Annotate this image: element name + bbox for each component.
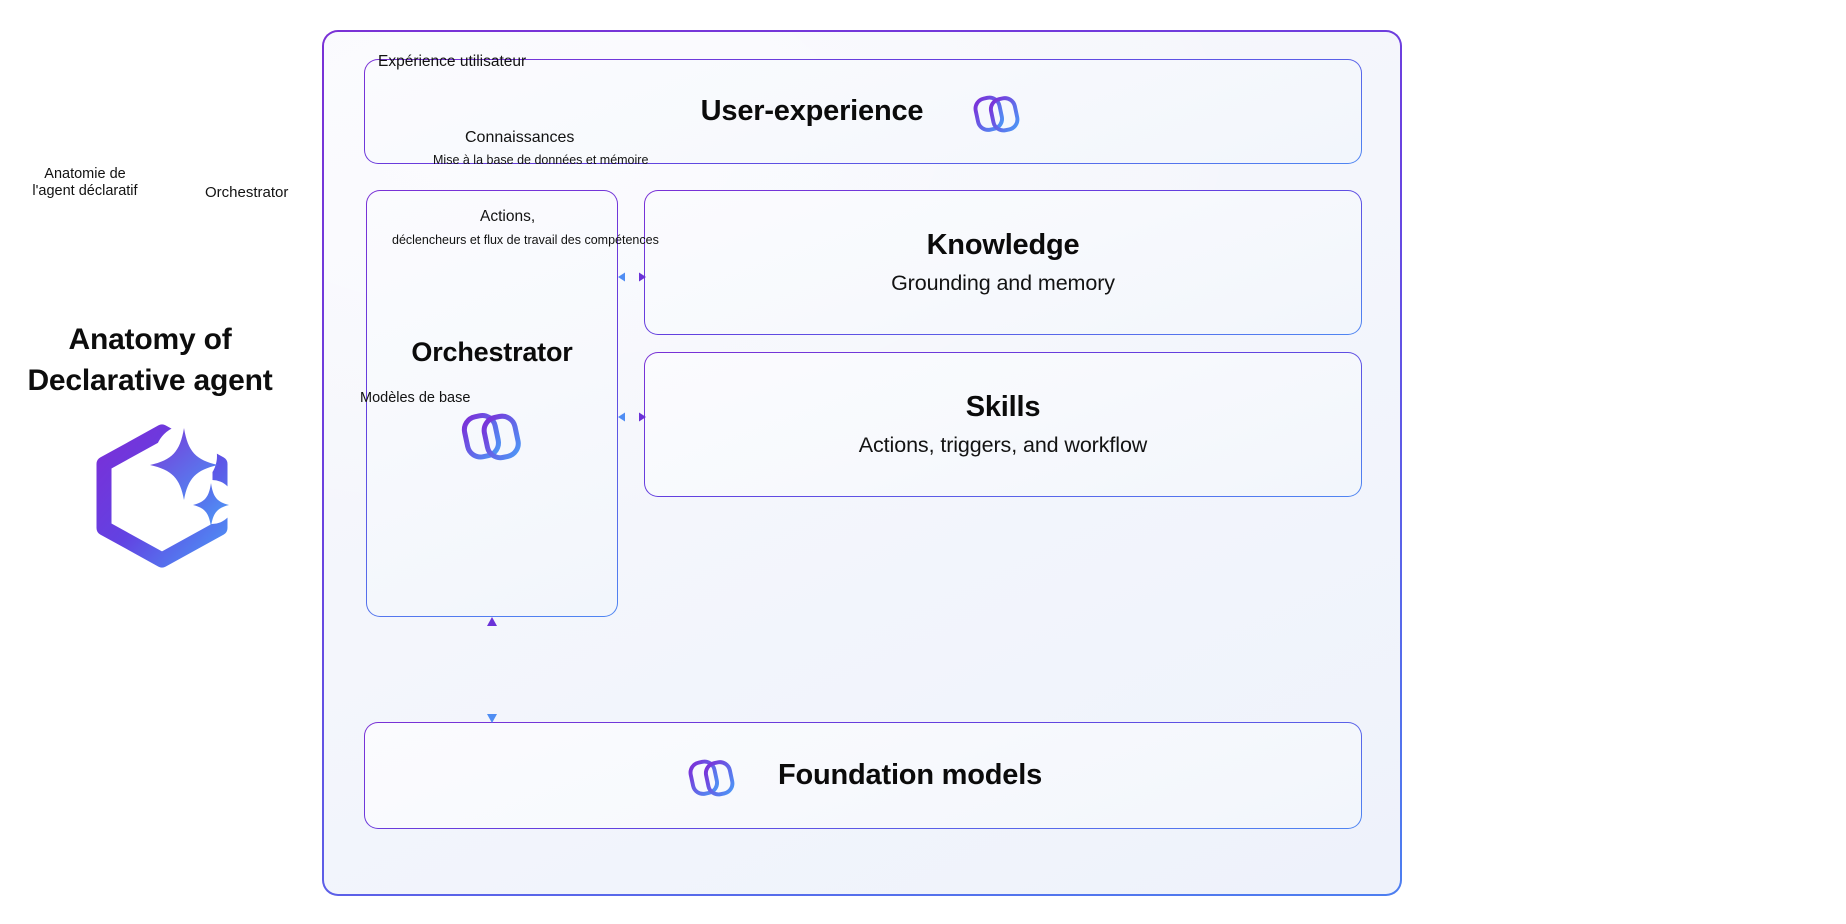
copilot-logo xyxy=(969,84,1025,140)
hexagon-sparkle-logo xyxy=(78,420,238,570)
card-orchestrator[interactable]: Orchestrator xyxy=(366,190,618,617)
fr-label-actions-sub: déclencheurs et flux de travail des comp… xyxy=(392,233,659,247)
card-knowledge-subtitle: Grounding and memory xyxy=(891,270,1115,295)
card-foundation-models[interactable]: Foundation models xyxy=(364,722,1362,829)
fr-anatomy-line-2: l'agent déclaratif xyxy=(32,183,138,200)
card-skills-subtitle: Actions, triggers, and workflow xyxy=(858,432,1148,457)
fr-label-foundation: Modèles de base xyxy=(360,390,471,406)
copilot-logo xyxy=(456,398,528,470)
page-title: Anatomy of Declarative agent xyxy=(0,320,300,401)
fr-anatomy-line-1: Anatomie de xyxy=(44,166,126,182)
fr-label-knowledge-sub: Mise à la base de données et mémoire xyxy=(433,153,649,167)
left-title-panel: Anatomy of Declarative agent xyxy=(0,0,330,924)
card-skills[interactable]: Skills Actions, triggers, and workflow xyxy=(644,352,1362,497)
card-user-experience[interactable]: User-experience xyxy=(364,59,1362,164)
fr-label-anatomy: Anatomie de l'agent déclaratif xyxy=(25,166,145,201)
connector-orchestrator-skills xyxy=(618,407,646,427)
card-skills-title: Skills xyxy=(965,391,1041,424)
page-title-line-2: Declarative agent xyxy=(27,363,273,397)
fr-label-actions: Actions, xyxy=(480,208,536,225)
card-orchestrator-title: Orchestrator xyxy=(411,336,573,367)
connector-orchestrator-knowledge xyxy=(618,267,646,287)
fr-label-user-experience: Expérience utilisateur xyxy=(378,53,527,70)
page-title-line-1: Anatomy of xyxy=(68,323,232,356)
card-user-experience-title: User-experience xyxy=(700,94,924,127)
card-knowledge[interactable]: Knowledge Grounding and memory xyxy=(644,190,1362,335)
fr-label-knowledge: Connaissances xyxy=(465,129,575,146)
copilot-logo xyxy=(684,748,740,804)
card-foundation-models-title: Foundation models xyxy=(777,758,1043,791)
card-knowledge-title: Knowledge xyxy=(926,229,1080,262)
fr-label-orchestrator: Orchestrator xyxy=(205,184,289,201)
connector-orchestrator-foundation xyxy=(482,617,502,723)
